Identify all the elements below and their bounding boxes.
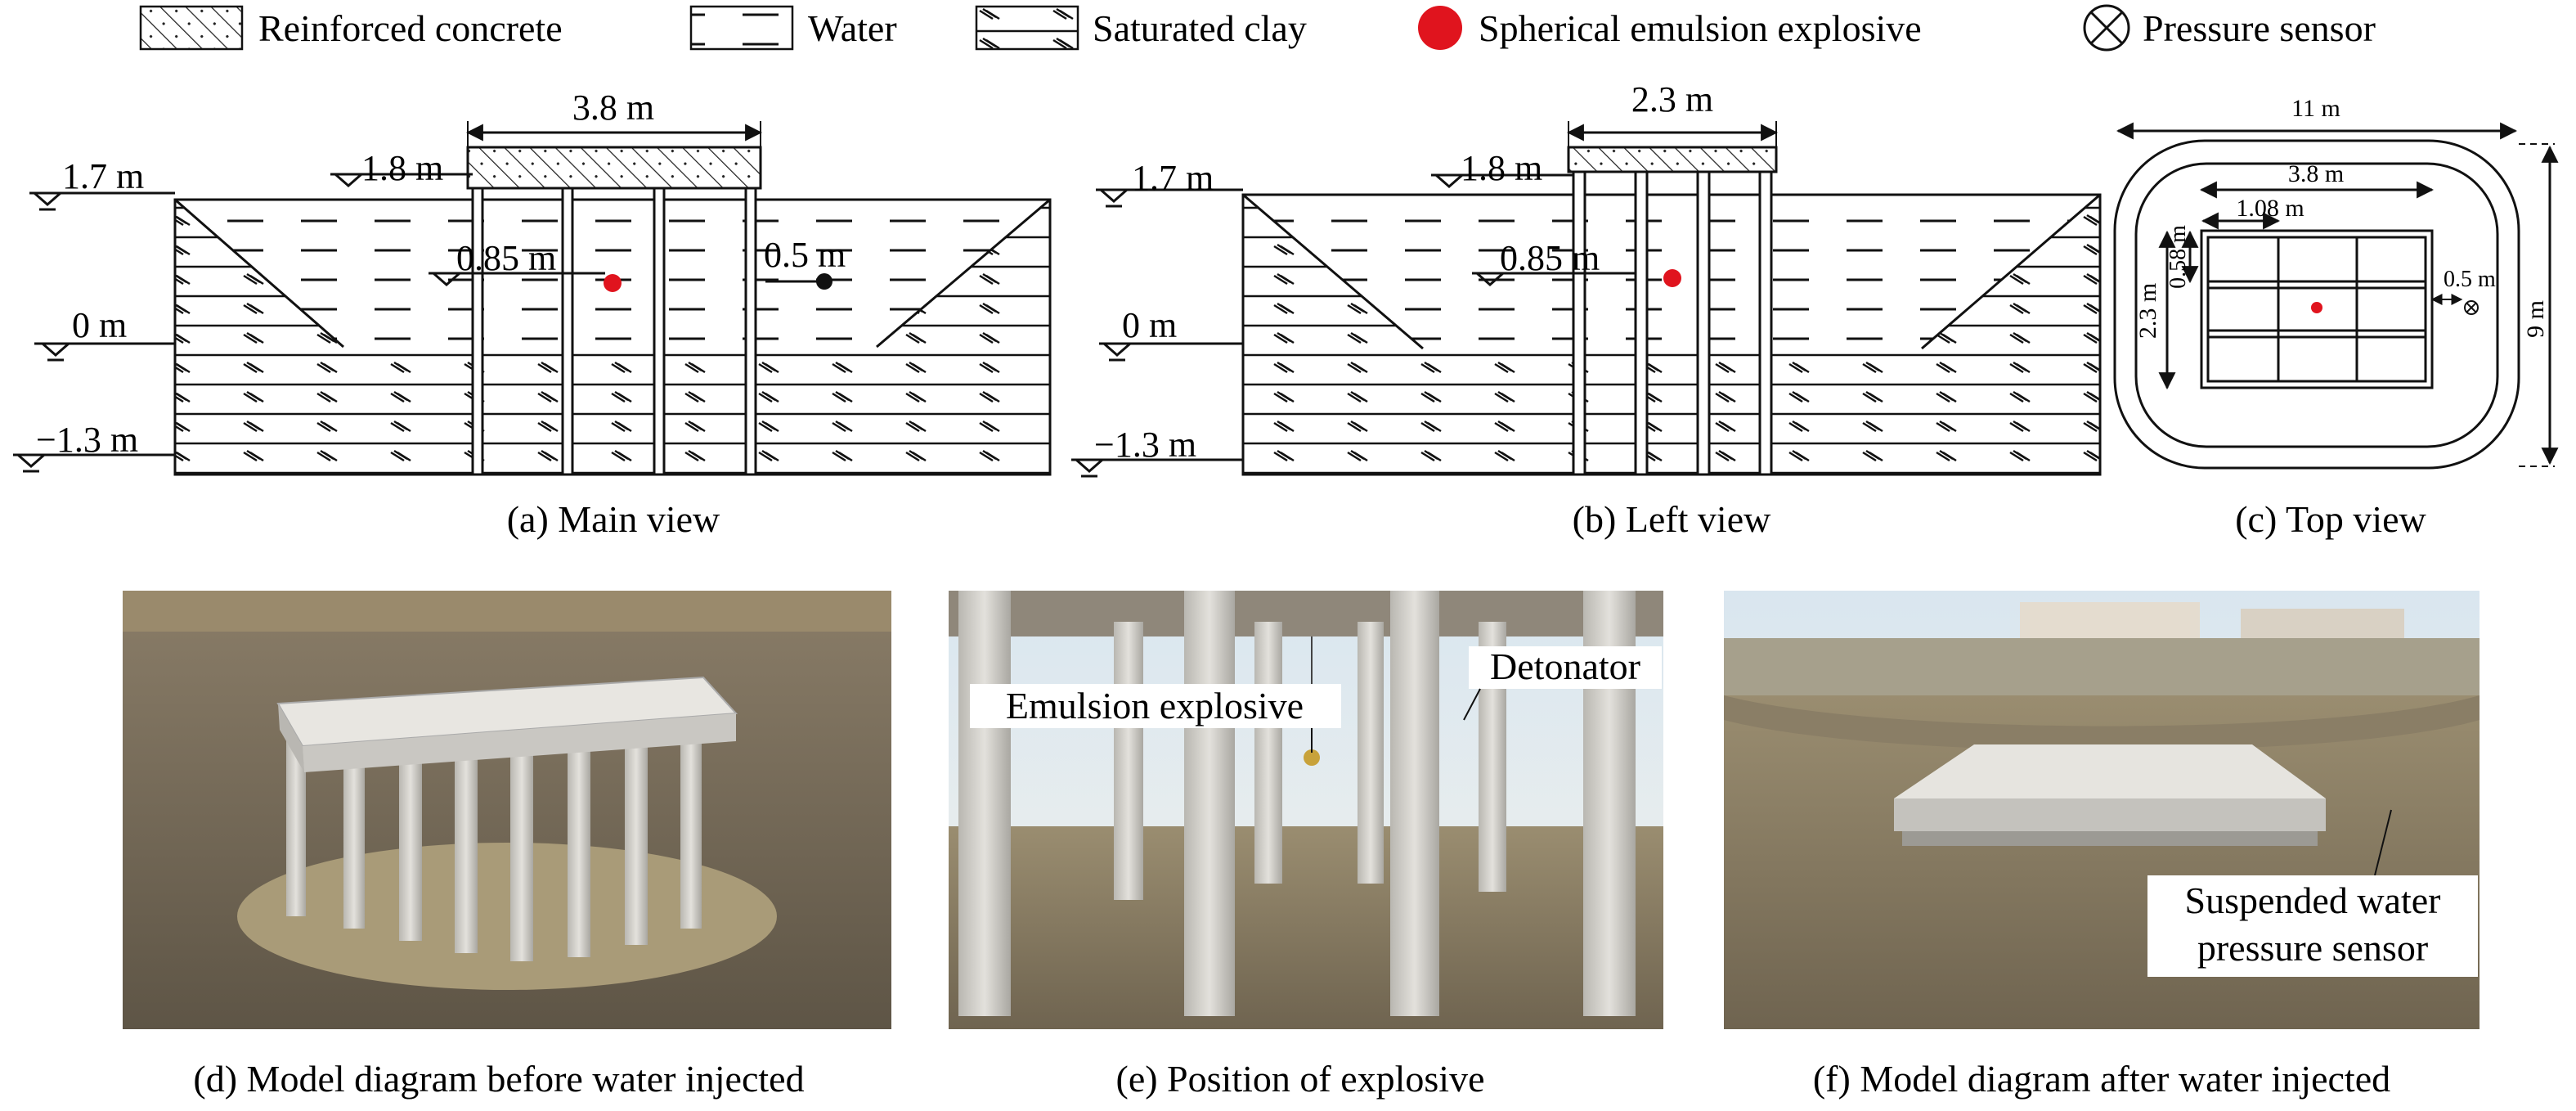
main-view-caption: (a) Main view	[507, 498, 720, 540]
top-width-label: 9 m	[2522, 300, 2549, 338]
legend: Reinforced concrete Water Saturated clay…	[139, 4, 2376, 52]
legend-concrete-label: Reinforced concrete	[258, 7, 563, 49]
main-width-label: 3.8 m	[572, 88, 654, 128]
top-sensor-offset: 0.5 m	[2444, 267, 2496, 292]
legend-water-swatch	[689, 5, 794, 51]
left-width-label: 2.3 m	[1631, 79, 1713, 119]
left-level-charge: 0.85 m	[1500, 238, 1600, 278]
pressure-sensor-icon	[2083, 4, 2130, 52]
main-level-bottom: −1.3 m	[36, 420, 138, 460]
main-level-water: 1.7 m	[62, 156, 144, 196]
legend-explosive-label: Spherical emulsion explosive	[1479, 7, 1922, 49]
top-bay-width-label: 0.58 m	[2165, 225, 2191, 289]
top-explosive-marker	[2311, 302, 2322, 313]
main-view-diagram: 3.8 m 1.7 m 1.8 m 0.85 m 0 m −1.3 m 0.5 …	[13, 88, 1052, 540]
main-explosive-marker	[604, 274, 622, 292]
photo-f-label-box	[2147, 875, 2478, 977]
top-length-label: 11 m	[2291, 95, 2340, 122]
top-view-caption: (c) Top view	[2235, 498, 2426, 540]
top-bay-length-label: 1.08 m	[2236, 195, 2304, 222]
legend-water-label: Water	[808, 7, 897, 49]
top-platform-width-label: 2.3 m	[2134, 283, 2161, 339]
top-sensor-icon	[2464, 300, 2479, 315]
photo-f-label-line1: Suspended water	[2185, 879, 2441, 921]
legend-explosive-icon	[1418, 6, 1462, 50]
top-view-diagram: 11 m 9 m 3.8 m 1.08 m 0.58 m 2.3 m 0.5 m	[2113, 95, 2559, 540]
top-platform-grid	[2200, 229, 2434, 389]
photo-f-caption: (f) Model diagram after water injected	[1813, 1058, 2390, 1100]
legend-concrete-swatch	[139, 5, 244, 51]
left-level-top: 1.8 m	[1461, 148, 1542, 188]
left-view-caption: (b) Left view	[1573, 498, 1771, 540]
left-explosive-marker	[1663, 269, 1681, 287]
legend-clay-label: Saturated clay	[1093, 7, 1307, 49]
main-level-top: 1.8 m	[361, 148, 443, 188]
top-platform-length-label: 3.8 m	[2288, 160, 2344, 187]
legend-sensor-label: Pressure sensor	[2143, 7, 2376, 49]
main-sensor-offset: 0.5 m	[764, 235, 846, 275]
photo-e-label-detonator-box	[1469, 646, 1662, 689]
photo-before-water	[123, 591, 891, 1029]
photo-e-label-detonator: Detonator	[1490, 645, 1640, 687]
left-level-water: 1.7 m	[1132, 158, 1214, 198]
photo-e-caption: (e) Position of explosive	[1116, 1058, 1485, 1100]
left-level-bottom: −1.3 m	[1094, 425, 1196, 465]
main-level-zero: 0 m	[72, 305, 127, 345]
photo-f-label-line2: pressure sensor	[2197, 927, 2428, 969]
photo-e-label-explosive: Emulsion explosive	[1006, 685, 1304, 726]
photo-after-water	[1724, 591, 2480, 1029]
photo-explosive-charge	[1304, 749, 1320, 766]
main-sensor-marker	[816, 273, 832, 290]
photo-d-caption: (d) Model diagram before water injected	[193, 1058, 804, 1100]
photo-e-label-explosive-box	[970, 684, 1341, 728]
left-clay-region	[1243, 195, 2100, 475]
main-level-charge: 0.85 m	[456, 238, 556, 278]
left-concrete-slab	[1567, 146, 1778, 173]
left-view-diagram: 2.3 m 1.7 m 1.8 m 0.85 m 0 m −1.3 m (b) …	[1071, 79, 2102, 540]
left-level-zero: 0 m	[1122, 305, 1177, 345]
main-concrete-slab	[466, 146, 762, 190]
top-pool-inner	[2134, 162, 2499, 448]
legend-clay-swatch	[975, 5, 1079, 51]
main-clay-region	[175, 200, 1050, 475]
